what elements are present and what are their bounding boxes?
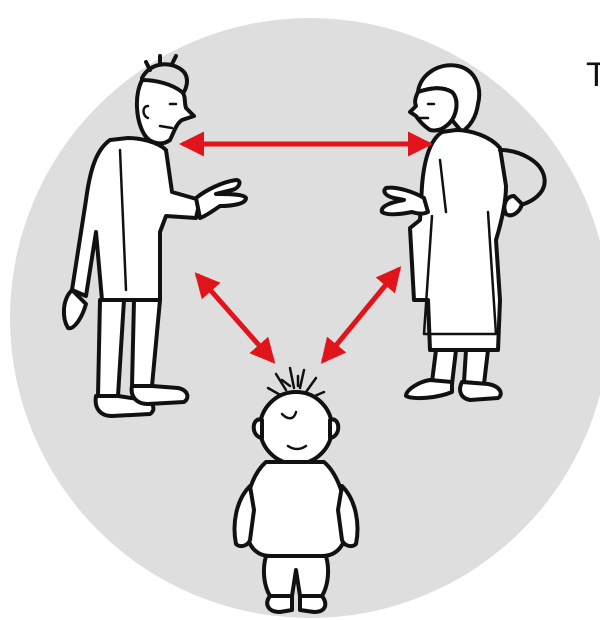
clipped-edge-text: T [586, 58, 600, 92]
